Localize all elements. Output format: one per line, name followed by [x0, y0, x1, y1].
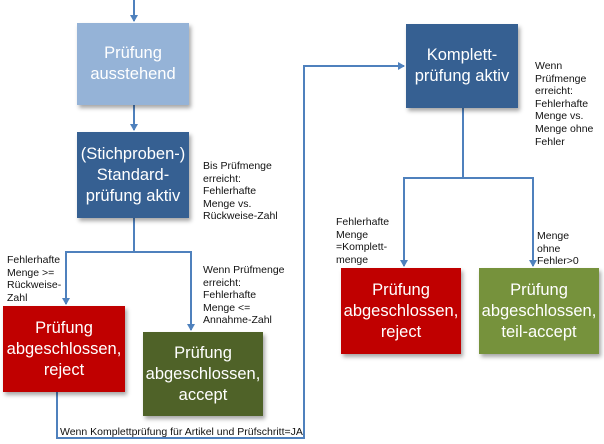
- node-abgeschlossen-teil-accept: Prüfung abgeschlossen, teil-accept: [479, 268, 599, 354]
- label-to-reject: Fehlerhafte Menge >= Rückweise- Zahl: [7, 254, 62, 304]
- split-standard: [62, 218, 135, 305]
- label-to-accept: Wenn Prüfmenge erreicht: Fehlerhafte Men…: [203, 264, 285, 327]
- split-complete-partial: [463, 177, 537, 267]
- arrow-to-complete: [56, 62, 405, 439]
- label-to-partial: Menge ohne Fehler>0: [537, 230, 579, 268]
- node-abgeschlossen-reject-left: Prüfung abgeschlossen, reject: [3, 306, 125, 392]
- node-komplettpruefung-aktiv: Komplett- prüfung aktiv: [406, 24, 518, 108]
- split-complete: [400, 108, 464, 267]
- node-standardpruefung-aktiv: (Stichproben-) Standard- prüfung aktiv: [77, 132, 189, 218]
- label-to-reject-right: Fehlerhafte Menge =Komplett- menge: [336, 216, 390, 266]
- split-standard-accept: [134, 251, 195, 331]
- label-complete-note: Wenn Prüfmenge erreicht: Fehlerhafte Men…: [535, 60, 594, 148]
- node-abgeschlossen-reject-right: Prüfung abgeschlossen, reject: [341, 268, 461, 354]
- label-to-complete: Wenn Komplettprüfung für Artikel und Prü…: [60, 426, 303, 438]
- node-abgeschlossen-accept: Prüfung abgeschlossen, accept: [143, 332, 263, 416]
- label-standard-note: Bis Prüfmenge erreicht: Fehlerhafte Meng…: [203, 160, 278, 223]
- node-pruefung-ausstehend: Prüfung ausstehend: [77, 23, 189, 105]
